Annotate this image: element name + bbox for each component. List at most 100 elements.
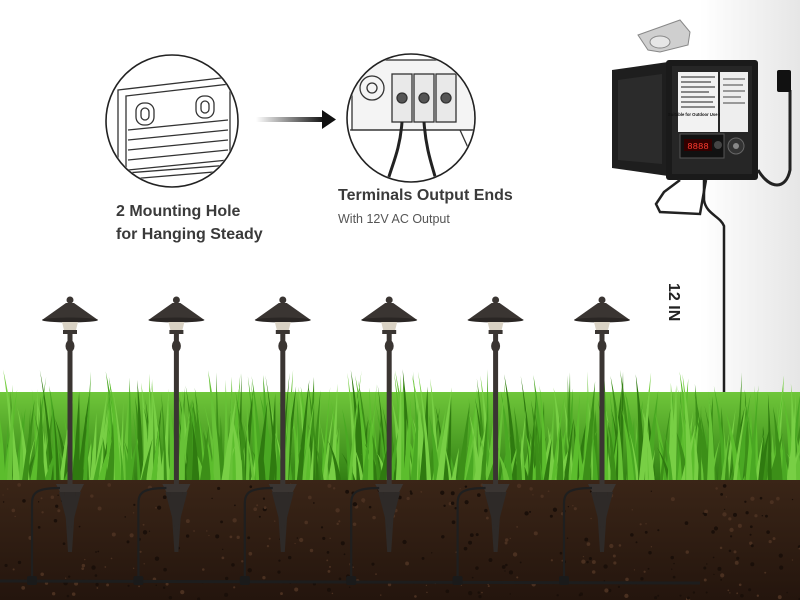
soil-speck [750,562,755,567]
timer-display: 8888 [687,142,709,152]
grass-blade [21,399,35,484]
soil-speck [722,512,727,517]
soil-speck [352,502,358,507]
soil-speck [478,594,482,599]
soil-speck [645,523,647,525]
soil-speck [732,512,737,517]
soil-speck [231,563,235,567]
soil-speck [266,545,270,548]
soil-speck [756,594,760,597]
soil-speck [57,509,61,513]
soil-speck [508,570,514,575]
path-light [452,296,524,585]
grass-blade [582,381,596,484]
soil-speck [163,567,167,572]
grass-blade [199,424,210,484]
soil-speck [504,541,508,545]
soil-speck [336,522,339,526]
grass-blade [749,385,759,484]
soil-speck [247,568,252,573]
soil-speck [409,490,412,493]
soil-speck [142,530,148,535]
soil-speck [299,537,304,543]
soil-speck [684,521,689,525]
soil-speck [94,574,98,577]
soil-speck [2,494,4,496]
soil-speck [692,591,696,594]
grass-blade [638,372,652,484]
soil-speck [772,537,776,541]
grass-blade [754,385,759,484]
soil-speck [516,483,522,489]
soil-speck [468,591,473,596]
grass-blade [301,393,316,484]
soil-speck [776,496,780,501]
soil-speck [509,593,511,595]
soil-speck [618,544,622,547]
soil-speck [220,520,223,524]
soil-speck [469,533,474,538]
soil-speck [624,593,629,599]
soil-speck [431,552,433,554]
soil-speck [468,540,473,545]
grass-blade [641,406,656,484]
soil-speck [761,514,764,517]
grass-blade [361,417,372,484]
soil-speck [327,483,332,488]
grass-blade [464,446,474,484]
grass-blade [456,402,470,484]
grass-blade [139,419,152,484]
soil-speck [581,559,586,564]
soil-speck [165,582,169,586]
soil-speck [201,568,205,571]
soil-speck [425,584,428,587]
soil-speck [405,561,409,566]
soil-speck [685,550,689,554]
soil-speck [647,567,650,570]
soil-speck [50,495,55,500]
grass-blade [96,438,113,484]
grass-blade [563,418,574,484]
soil-speck [765,514,768,518]
soil-speck [686,596,690,600]
terminal-output-detail [346,53,476,183]
soil-speck [720,579,723,581]
soil-speck [142,523,145,526]
grass-blade [450,447,460,484]
grass-blade [706,391,715,484]
grass-blade [315,437,319,484]
soil-speck [217,486,221,491]
grass-blade [428,414,441,484]
grass-blade [220,395,237,484]
soil-speck [702,512,705,515]
soil-speck [129,533,134,538]
grass-blade [773,406,783,484]
grass-blade [186,401,193,484]
soil-speck [211,497,213,500]
soil-speck [107,483,112,487]
soil-speck [631,509,633,511]
soil-speck [253,507,258,512]
soil-speck [294,542,296,545]
soil-speck [740,594,744,598]
soil-speck [328,565,332,568]
grass-blade [283,369,294,484]
soil-speck [232,518,237,523]
grass-blade [31,376,47,484]
soil-speck [591,560,596,565]
path-lights [27,296,630,585]
grass-blade [321,386,331,484]
soil-speck [484,508,488,513]
grass-blade [294,422,299,484]
grass-blade [732,399,748,484]
soil-speck [729,527,734,532]
soil-speck [650,546,653,548]
soil-speck [95,582,99,587]
soil-speck [68,575,71,578]
soil-speck [736,556,740,560]
grass-blade [378,440,389,484]
grass-blade [628,429,640,484]
soil-speck [155,584,158,586]
soil-speck [326,551,330,554]
soil-speck [477,591,481,594]
